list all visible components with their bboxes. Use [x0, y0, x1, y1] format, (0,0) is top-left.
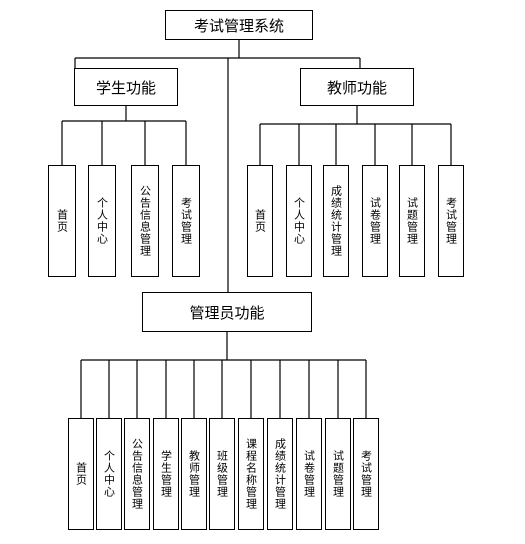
admin-child-node: 成绩统计管理 — [267, 418, 293, 530]
teacher-child-node: 考试管理 — [438, 165, 464, 277]
teacher-child-label: 个人中心 — [292, 197, 306, 245]
admin-child-label: 考试管理 — [359, 450, 373, 498]
admin-child-node: 班级管理 — [209, 418, 235, 530]
admin-child-node: 公告信息管理 — [124, 418, 150, 530]
teacher-function-label: 教师功能 — [326, 78, 387, 97]
teacher-child-label: 试题管理 — [405, 197, 419, 245]
admin-child-label: 学生管理 — [159, 450, 173, 498]
student-child-label: 首页 — [55, 209, 69, 233]
admin-child-label: 课程名称管理 — [244, 438, 258, 510]
root-node-label: 考试管理系统 — [193, 16, 284, 35]
teacher-child-node: 试题管理 — [399, 165, 425, 277]
teacher-child-node: 首页 — [247, 165, 273, 277]
admin-child-label: 试卷管理 — [302, 450, 316, 498]
admin-child-node: 个人中心 — [96, 418, 122, 530]
admin-child-label: 个人中心 — [102, 450, 116, 498]
admin-function-label: 管理员功能 — [189, 303, 265, 322]
admin-child-node: 课程名称管理 — [238, 418, 264, 530]
teacher-child-node: 成绩统计管理 — [323, 165, 349, 277]
student-child-node: 首页 — [48, 165, 76, 277]
student-child-node: 考试管理 — [172, 165, 200, 277]
admin-child-label: 试题管理 — [331, 450, 345, 498]
student-child-label: 考试管理 — [179, 197, 193, 245]
student-child-label: 个人中心 — [95, 197, 109, 245]
admin-child-label: 成绩统计管理 — [273, 438, 287, 510]
admin-child-label: 公告信息管理 — [130, 438, 144, 510]
teacher-child-label: 成绩统计管理 — [329, 185, 343, 257]
admin-child-node: 试题管理 — [325, 418, 351, 530]
admin-child-node: 教师管理 — [181, 418, 207, 530]
teacher-child-label: 试卷管理 — [368, 197, 382, 245]
admin-child-label: 教师管理 — [187, 450, 201, 498]
root-node: 考试管理系统 — [165, 10, 313, 40]
teacher-function-node: 教师功能 — [300, 68, 414, 106]
admin-child-node: 学生管理 — [153, 418, 179, 530]
admin-child-label: 首页 — [74, 462, 88, 486]
admin-child-node: 试卷管理 — [296, 418, 322, 530]
student-child-label: 公告信息管理 — [138, 185, 152, 257]
student-function-node: 学生功能 — [74, 68, 178, 106]
admin-child-label: 班级管理 — [215, 450, 229, 498]
student-child-node: 公告信息管理 — [131, 165, 159, 277]
teacher-child-label: 首页 — [253, 209, 267, 233]
teacher-child-node: 个人中心 — [286, 165, 312, 277]
admin-child-node: 首页 — [68, 418, 94, 530]
teacher-child-label: 考试管理 — [444, 197, 458, 245]
admin-child-node: 考试管理 — [353, 418, 379, 530]
teacher-child-node: 试卷管理 — [362, 165, 388, 277]
student-function-label: 学生功能 — [95, 78, 156, 97]
admin-function-node: 管理员功能 — [142, 292, 312, 332]
student-child-node: 个人中心 — [88, 165, 116, 277]
